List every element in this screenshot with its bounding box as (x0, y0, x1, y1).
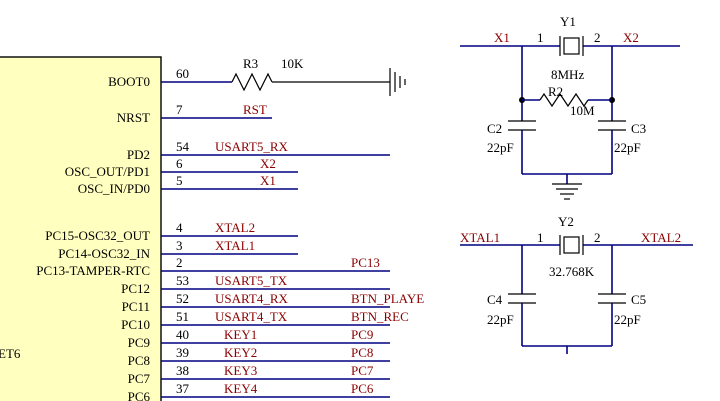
r3-resistor: R3 10K (231, 56, 390, 92)
mcu-body (0, 56, 162, 401)
hse-ground-icon (552, 183, 582, 200)
net-label: USART4_RX (215, 291, 289, 306)
pin-name: PC11 (122, 299, 150, 314)
pin-number: 54 (176, 139, 190, 154)
pin-name: NRST (117, 110, 150, 125)
pin-name: PC15-OSC32_OUT (45, 228, 150, 243)
pin-number: 51 (176, 309, 189, 324)
c4-ref: C4 (487, 292, 503, 307)
net-label: X1 (260, 173, 276, 188)
pin-number: 39 (176, 345, 189, 360)
lse-pin2: 2 (594, 230, 601, 245)
net-label: USART5_RX (215, 139, 289, 154)
pin-number: 3 (176, 238, 183, 253)
pin-name: PC10 (121, 317, 150, 332)
pin-number: 53 (176, 273, 189, 288)
pin-number: 4 (176, 220, 183, 235)
r2-resistor (539, 92, 589, 108)
hse-pin2: 2 (594, 30, 601, 45)
c2-capacitor (508, 120, 536, 131)
c4-capacitor (508, 293, 536, 304)
pin-number: 7 (176, 102, 183, 117)
r2-ref: R2 (548, 84, 563, 99)
c4-value: 22pF (487, 312, 514, 327)
net-label: USART5_TX (215, 273, 288, 288)
pin-number: 5 (176, 173, 183, 188)
pin-name: PC14-OSC32_IN (58, 246, 150, 261)
net-label: KEY1 (224, 327, 257, 342)
pin-name: OSC_OUT/PD1 (65, 164, 150, 179)
r3-ref: R3 (243, 56, 258, 71)
net-label: XTAL2 (215, 220, 255, 235)
pin-name: PC6 (128, 389, 151, 401)
lse-net-left: XTAL1 (460, 230, 500, 245)
net-label-right: PC9 (351, 327, 373, 342)
net-label-right: PC6 (351, 381, 374, 396)
net-label: RST (243, 102, 267, 117)
y2-value: 32.768K (549, 264, 595, 279)
pin-name: PC13-TAMPER-RTC (36, 263, 150, 278)
pin-number: 52 (176, 291, 189, 306)
pin-number: 2 (176, 255, 183, 270)
pin-number: 37 (176, 381, 190, 396)
y2-crystal (559, 235, 584, 255)
ground-icon (389, 68, 406, 96)
net-label-right: BTN_PLAYE (351, 291, 424, 306)
pin-number: 38 (176, 363, 189, 378)
net-label-right: BTN_REC (351, 309, 409, 324)
lse-net-right: XTAL2 (641, 230, 681, 245)
pin-name: BOOT0 (108, 74, 150, 89)
net-label: KEY2 (224, 345, 257, 360)
net-label: KEY3 (224, 363, 257, 378)
c2-value: 22pF (487, 140, 514, 155)
pin-number: 6 (176, 156, 183, 171)
y1-crystal (559, 36, 584, 56)
c3-value: 22pF (614, 140, 641, 155)
pin-name: PC12 (121, 281, 150, 296)
c5-value: 22pF (614, 312, 641, 327)
y1-value: 8MHz (551, 67, 584, 82)
pin-name: PC9 (128, 335, 150, 350)
net-label: XTAL1 (215, 238, 255, 253)
pin-number: 40 (176, 327, 189, 342)
y1-ref: Y1 (560, 14, 576, 29)
pin-name: PC7 (128, 371, 151, 386)
hse-oscillator-circuit: X1 X2 1 2 Y1 8MHz R2 10M C2 22pF C3 22pF (460, 14, 680, 200)
lse-pin1: 1 (537, 230, 544, 245)
pin-name: OSC_IN/PD0 (78, 181, 150, 196)
net-label: KEY4 (224, 381, 258, 396)
c5-capacitor (598, 293, 626, 304)
mcu-partial-label: ET6 (0, 346, 21, 361)
net-label-right: PC13 (351, 255, 380, 270)
pin-number: 60 (176, 66, 189, 81)
hse-pin1: 1 (537, 30, 544, 45)
c3-ref: C3 (631, 121, 646, 136)
c3-capacitor (598, 120, 626, 131)
net-label: USART4_TX (215, 309, 288, 324)
lse-oscillator-circuit: XTAL1 XTAL2 1 2 Y2 32.768K C4 22pF C5 22… (460, 214, 693, 354)
hse-net-right: X2 (623, 30, 639, 45)
c5-ref: C5 (631, 292, 646, 307)
r2-value: 10M (570, 103, 595, 118)
net-label-right: PC7 (351, 363, 374, 378)
pin-name: PD2 (127, 147, 150, 162)
hse-net-left: X1 (494, 30, 510, 45)
y2-ref: Y2 (558, 214, 574, 229)
r3-value: 10K (281, 56, 304, 71)
c2-ref: C2 (487, 121, 502, 136)
net-label-right: PC8 (351, 345, 373, 360)
pin-name: PC8 (128, 353, 150, 368)
net-label: X2 (260, 156, 276, 171)
